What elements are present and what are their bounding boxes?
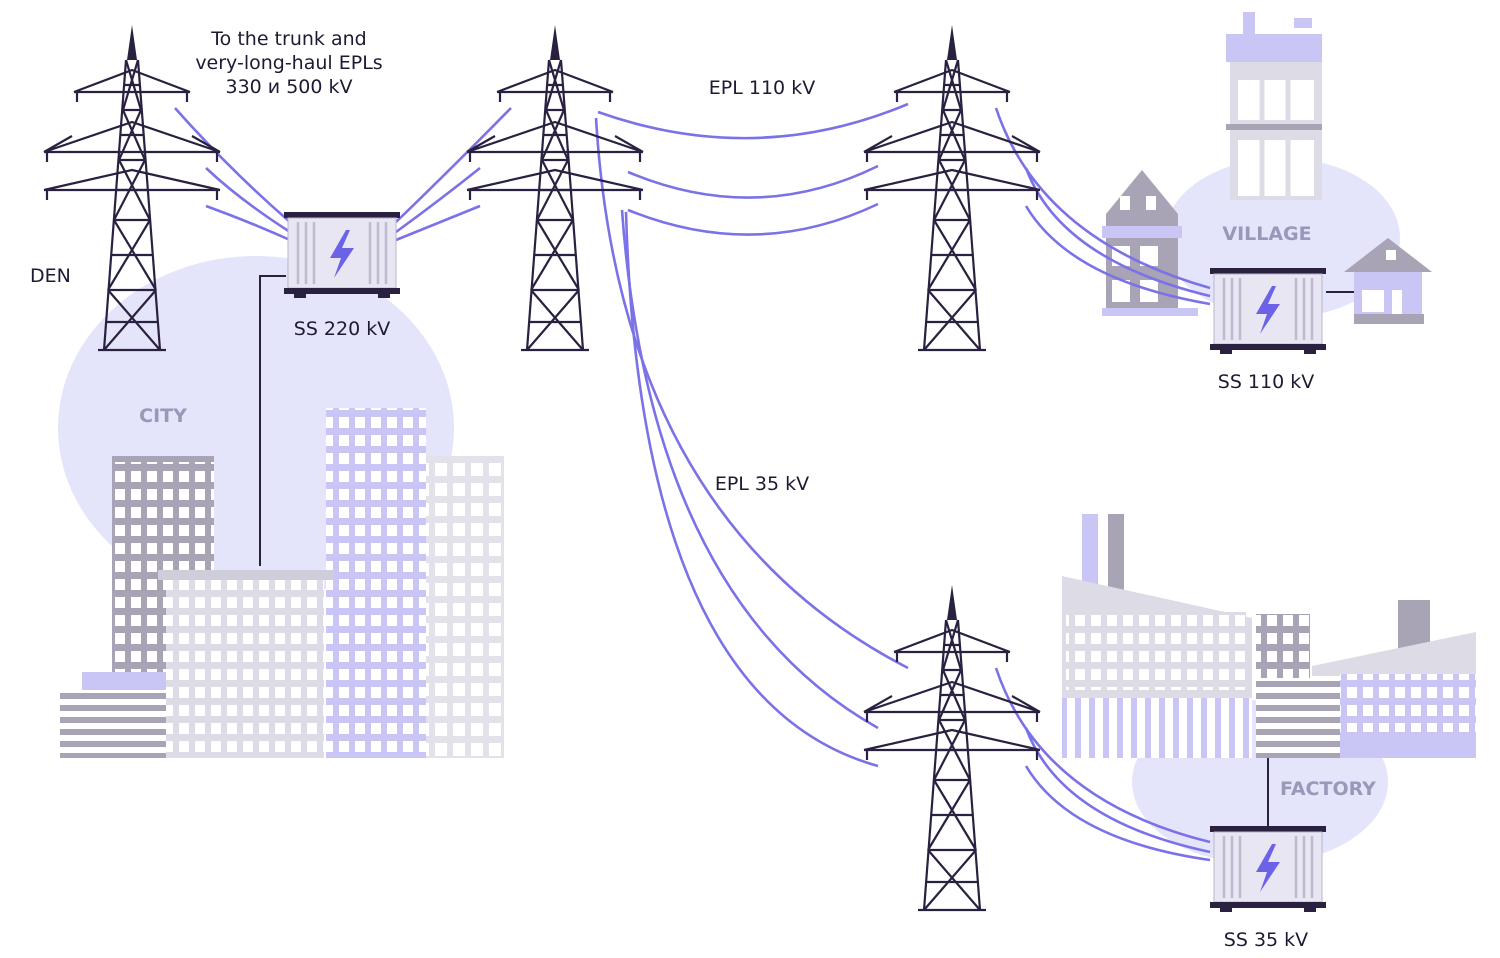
factory-buildings [1062, 514, 1476, 758]
ss220-label: SS 220 kV [294, 318, 390, 340]
epl-35-wires [594, 117, 909, 768]
factory-label: FACTORY [1280, 778, 1376, 800]
epl-110-wires [597, 102, 909, 236]
ss110-label: SS 110 kV [1218, 371, 1314, 393]
trunk-label-line3: 330 и 500 kV [226, 76, 353, 98]
epl35-label: EPL 35 kV [715, 473, 809, 495]
substation-35-icon [1208, 824, 1328, 914]
transmission-tower-icon [862, 23, 1042, 352]
city-buildings [60, 408, 504, 758]
village-label: VILLAGE [1222, 223, 1311, 245]
trunk-label-line2: very-long-haul EPLs [195, 52, 382, 74]
city-label: CITY [139, 405, 187, 427]
ss35-label: SS 35 kV [1224, 929, 1308, 951]
transmission-tower-icon [862, 583, 1042, 912]
transmission-tower-icon [465, 23, 645, 352]
epl110-label: EPL 110 kV [709, 77, 815, 99]
substation-220-icon [282, 210, 402, 300]
trunk-label-line1: To the trunk and [210, 28, 366, 50]
epl-220-wires [174, 107, 512, 242]
den-label: DEN [30, 265, 71, 287]
feed-connectors [259, 275, 1354, 826]
substation-110-icon [1208, 266, 1328, 356]
